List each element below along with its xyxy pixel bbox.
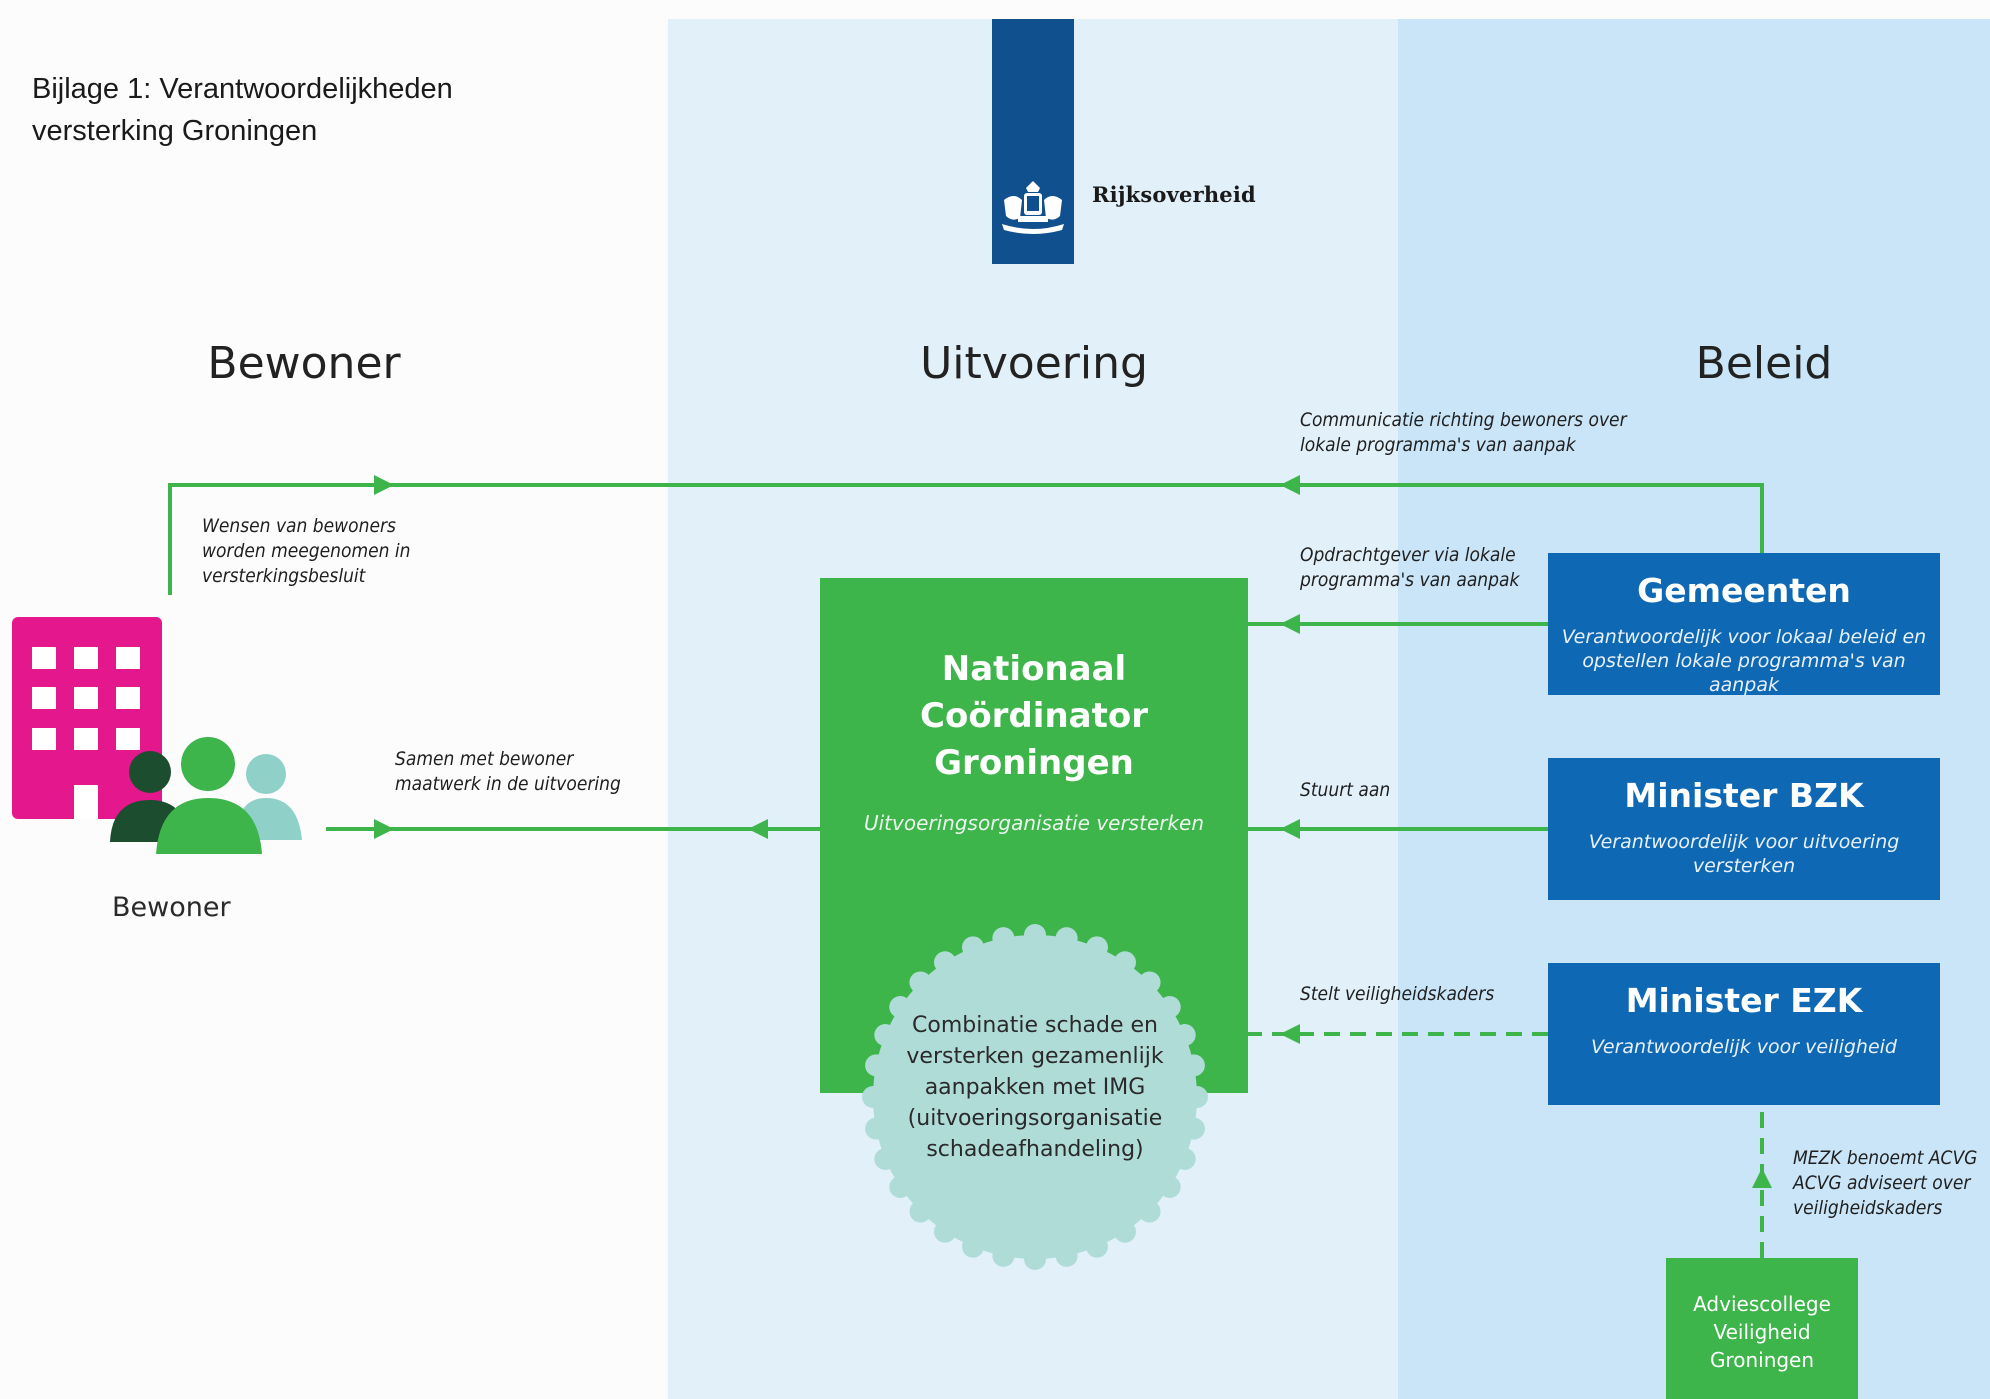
- seal-scallop: [1182, 1054, 1205, 1077]
- seal-scallop: [889, 1176, 912, 1199]
- seal-scallop: [1024, 1248, 1046, 1270]
- rijksoverheid-logo-bar: [992, 19, 1074, 264]
- seal-scallop: [1138, 971, 1161, 994]
- seal-scallop: [1158, 995, 1181, 1018]
- arrowhead-stuurt-aan: [1280, 819, 1300, 839]
- column-heading-uitvoering: Uitvoering: [920, 338, 1148, 389]
- page-title: Bijlage 1: Verantwoordelijkheden verster…: [32, 73, 453, 147]
- arrowhead-communicatie: [1280, 475, 1300, 495]
- minister-bzk-subtitle: Verantwoordelijk voor uitvoering verster…: [1588, 831, 1900, 877]
- seal-scallop: [1158, 1176, 1181, 1199]
- seal-scallop: [962, 936, 985, 959]
- arrowhead-acvg: [1752, 1168, 1772, 1188]
- seal-scallop: [1182, 1117, 1205, 1140]
- beleid-band: [1398, 19, 1990, 1399]
- seal-scallop: [992, 1244, 1015, 1267]
- seal-scallop: [1114, 1220, 1137, 1243]
- seal-scallop: [874, 1147, 897, 1170]
- seal-scallop: [992, 927, 1015, 950]
- seal-scallop: [1173, 1024, 1196, 1047]
- seal-scallop: [874, 1024, 897, 1047]
- bewoner-label: Bewoner: [112, 892, 231, 923]
- seal-scallop: [1055, 927, 1078, 950]
- seal-scallop: [1186, 1086, 1208, 1108]
- minister-ezk-box: Minister EZK Verantwoordelijk voor veili…: [1548, 963, 1940, 1105]
- seal-body: [873, 935, 1197, 1259]
- seal-scallop: [1138, 1200, 1161, 1223]
- residents-icon: [110, 737, 302, 854]
- arrowhead-nc-to-bewoner: [748, 819, 768, 839]
- arrowhead-opdrachtgever: [1280, 614, 1300, 634]
- seal-scallop: [1085, 936, 1108, 959]
- gemeenten-title: Gemeenten: [1637, 571, 1851, 610]
- minister-bzk-title: Minister BZK: [1624, 776, 1864, 815]
- communicatie-connector: [168, 483, 1764, 595]
- seal-scallop: [1024, 924, 1046, 946]
- veiligheidskaders-label: Stelt veiligheidskaders: [1300, 983, 1495, 1005]
- seal-scallop: [1114, 951, 1137, 974]
- rijksoverheid-logo-text: Rijksoverheid: [1092, 182, 1256, 207]
- column-heading-bewoner: Bewoner: [207, 338, 401, 389]
- minister-bzk-box: Minister BZK Verantwoordelijk voor uitvo…: [1548, 758, 1940, 900]
- seal-scallop: [889, 995, 912, 1018]
- coat-of-arms-icon: [1002, 181, 1064, 234]
- seal-scallop: [865, 1117, 888, 1140]
- stuurt-aan-label: Stuurt aan: [1300, 779, 1391, 801]
- building-icon: [12, 617, 162, 819]
- seal-scallop: [909, 1200, 932, 1223]
- gemeenten-box: Gemeenten Verantwoordelijk voor lokaal b…: [1548, 553, 1940, 696]
- arrowhead-bewoner-top: [374, 475, 394, 495]
- minister-ezk-title: Minister EZK: [1625, 981, 1863, 1020]
- column-heading-beleid: Beleid: [1695, 338, 1833, 389]
- seal-scallop: [962, 1235, 985, 1258]
- seal-scallop: [933, 1220, 956, 1243]
- arrowhead-samen: [374, 819, 394, 839]
- nationaal-coordinator-subtitle: Uitvoeringsorganisatie versterken: [863, 811, 1205, 835]
- seal-scallop: [1055, 1244, 1078, 1267]
- minister-ezk-subtitle: Verantwoordelijk voor veiligheid: [1591, 1036, 1897, 1058]
- seal-scallop: [1173, 1147, 1196, 1170]
- seal-scallop: [933, 951, 956, 974]
- seal-scallop: [1085, 1235, 1108, 1258]
- arrowhead-veiligheidskaders: [1280, 1024, 1300, 1044]
- seal-scallop: [865, 1054, 888, 1077]
- img-seal-shape: [862, 924, 1208, 1270]
- seal-scallop: [909, 971, 932, 994]
- seal-scallop: [862, 1086, 884, 1108]
